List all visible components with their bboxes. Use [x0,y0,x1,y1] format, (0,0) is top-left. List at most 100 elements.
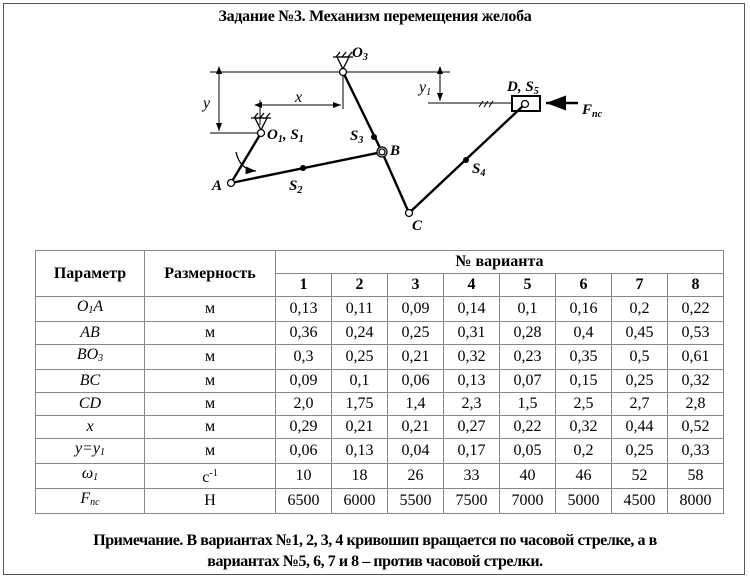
value-cell: 6000 [331,488,388,514]
unit-cell: м [144,321,276,345]
value-cell: 2,8 [667,392,724,416]
header-unit: Размерность [144,250,276,297]
value-cell: 0,32 [555,415,612,439]
value-cell: 0,25 [387,321,444,345]
value-cell: 0,25 [331,344,388,370]
value-cell: 0,25 [611,438,668,464]
variant-number: 2 [331,273,388,297]
rotation-arrow-icon [235,151,257,175]
value-cell: 0,28 [499,321,556,345]
unit-cell: м [144,344,276,370]
value-cell: 0,4 [555,321,612,345]
value-cell: 7000 [499,488,556,514]
value-cell: 5000 [555,488,612,514]
variant-number: 3 [387,273,444,297]
value-cell: 0,52 [667,415,724,439]
value-cell: 0,15 [555,369,612,393]
value-cell: 0,36 [275,321,332,345]
page-title: Задание №3. Механизм перемещения желоба [218,8,532,25]
header-param: Параметр [35,250,145,297]
slider-d [511,95,541,112]
variant-number: 8 [667,273,724,297]
value-cell: 18 [331,463,388,489]
variant-number: 1 [275,273,332,297]
value-cell: 0,11 [331,296,388,322]
value-cell: 0,1 [499,296,556,322]
value-cell: 0,5 [611,344,668,370]
label-s4: S4 [472,161,485,179]
unit-cell: м [144,415,276,439]
value-cell: 0,16 [555,296,612,322]
value-cell: 2,7 [611,392,668,416]
value-cell: 0,24 [331,321,388,345]
value-cell: 0,21 [387,415,444,439]
value-cell: 5500 [387,488,444,514]
value-cell: 33 [443,463,500,489]
value-cell: 1,75 [331,392,388,416]
value-cell: 46 [555,463,612,489]
mass-centers [300,134,469,171]
value-cell: 0,61 [667,344,724,370]
value-cell: 0,14 [443,296,500,322]
value-cell: 0,45 [611,321,668,345]
label-ds5: D, S5 [506,79,539,97]
label-o1s1: O1, S1 [267,127,304,145]
note: Примечание. В вариантах №1, 2, 3, 4 крив… [0,530,750,572]
link-bc [380,151,411,214]
unit-cell: м [144,438,276,464]
label-x: x [294,89,302,106]
value-cell: 0,04 [387,438,444,464]
label-s3: S3 [350,128,363,146]
dimension-lines [210,66,512,134]
param-cell: ω1 [35,463,145,489]
value-cell: 1,4 [387,392,444,416]
value-cell: 0,53 [667,321,724,345]
param-cell: BC [35,369,145,393]
variant-number: 6 [555,273,612,297]
param-cell: BO3 [35,344,145,370]
value-cell: 0,13 [331,438,388,464]
value-cell: 7500 [443,488,500,514]
value-cell: 0,13 [443,369,500,393]
unit-cell: м [144,296,276,322]
value-cell: 0,21 [387,344,444,370]
value-cell: 0,1 [331,369,388,393]
value-cell: 6500 [275,488,332,514]
label-s2: S2 [289,178,302,196]
value-cell: 0,22 [499,415,556,439]
value-cell: 2,3 [443,392,500,416]
param-cell: O1A [35,296,145,322]
value-cell: 0,29 [275,415,332,439]
param-cell: y=y1 [35,438,145,464]
value-cell: 0,25 [611,369,668,393]
note-line-2: вариантах №5, 6, 7 и 8 – против часовой … [207,553,543,570]
value-cell: 0,22 [667,296,724,322]
value-cell: 0,3 [275,344,332,370]
label-o3: O3 [352,45,368,63]
value-cell: 0,06 [275,438,332,464]
unit-cell: м [144,392,276,416]
header-variant: № варианта [275,250,724,274]
variant-number: 7 [611,273,668,297]
variant-number: 5 [499,273,556,297]
param-cell: CD [35,392,145,416]
value-cell: 2,5 [555,392,612,416]
value-cell: 0,09 [387,296,444,322]
label-a: A [211,178,222,194]
param-cell: AB [35,321,145,345]
value-cell: 0,17 [443,438,500,464]
value-cell: 8000 [667,488,724,514]
note-line-1: Примечание. В вариантах №1, 2, 3, 4 крив… [93,532,657,549]
label-c: C [412,218,423,234]
value-cell: 1,5 [499,392,556,416]
value-cell: 0,32 [667,369,724,393]
joints [226,67,530,218]
